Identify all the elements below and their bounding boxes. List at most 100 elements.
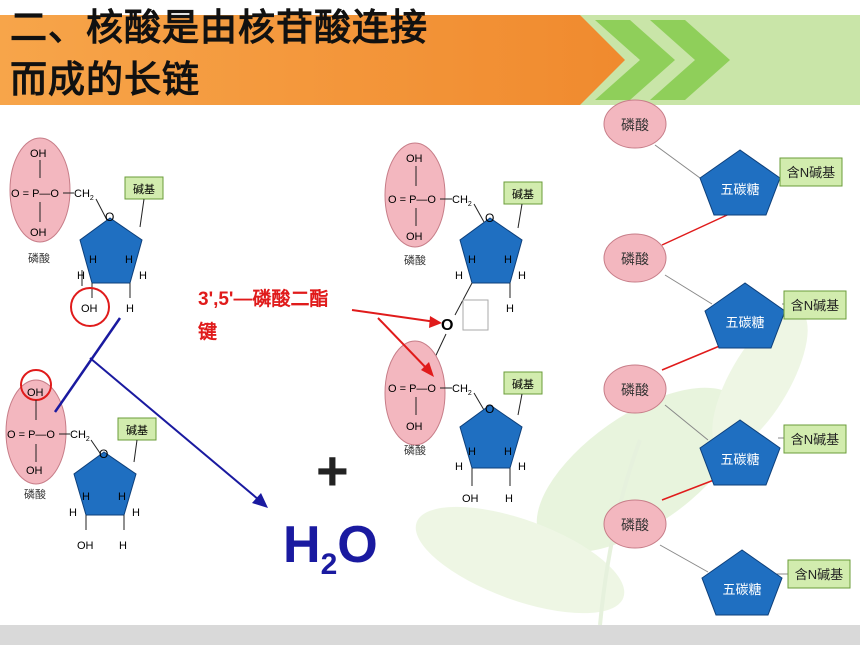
arrow-head-icon	[429, 316, 442, 328]
oh-label: OH	[26, 465, 43, 477]
h-label: H	[518, 461, 526, 473]
sugar-pentagon	[73, 451, 137, 516]
oh-label: OH	[406, 153, 423, 165]
phosphate-center: O = P—O	[7, 429, 55, 441]
chain-phosphate	[603, 499, 667, 549]
chevron-right-icon	[595, 20, 675, 100]
chain-sugar	[701, 549, 783, 616]
chain-phosphate	[603, 99, 667, 149]
title-banner	[0, 15, 860, 105]
oh-label: OH	[406, 231, 423, 243]
h-label: H	[82, 491, 90, 503]
chain-phosphate-label: 磷酸	[621, 517, 649, 533]
ring-o-label: O	[105, 210, 114, 224]
chain-base-label: 含N碱基	[787, 165, 835, 180]
chevron-right-icon	[650, 20, 730, 100]
ch2-label: CH2	[74, 188, 94, 202]
plus-sign: +	[316, 439, 349, 502]
h-label: H	[518, 270, 526, 282]
chain-base-label: 含N碱基	[795, 567, 843, 582]
h-label: H	[89, 254, 97, 266]
h-label: H	[505, 493, 513, 505]
h-label: H	[69, 507, 77, 519]
h-label: H	[132, 507, 140, 519]
phosphate-oval	[384, 142, 446, 248]
phosphate-center: O = P—O	[388, 194, 436, 206]
chain-sugar	[699, 149, 781, 216]
arrow-head-icon	[252, 493, 268, 508]
chain-base-label: 含N碱基	[791, 432, 839, 447]
phosphate-oval	[9, 137, 71, 243]
chain-sugar	[704, 282, 786, 349]
chain-sugar	[699, 419, 781, 486]
highlight-circle	[70, 287, 110, 327]
water-formula: H2O	[283, 516, 378, 581]
background-leaves	[415, 309, 808, 626]
nucleotide-top-left: OH O = P—O CH2 OH 磷酸 碱基 O H H H H OH H	[9, 137, 164, 327]
nucleotide-middle-bottom: O = P—O CH2 OH 磷酸 碱基 O H H H H OH H	[384, 340, 543, 505]
bond-label-line2: 键	[197, 320, 217, 343]
sugar-pentagon	[79, 217, 143, 284]
base-label: 碱基	[126, 424, 148, 437]
h-label: H	[125, 254, 133, 266]
h-label: H	[77, 270, 85, 282]
chain-sugar-label: 五碳糖	[722, 582, 761, 597]
nucleotide-bottom-left: OH O = P—O CH2 OH 磷酸 碱基 O H H H H OH H	[5, 369, 157, 552]
sugar-pentagon	[459, 217, 523, 284]
ring-o-label: O	[485, 402, 494, 416]
h-label: H	[126, 303, 134, 315]
h-label: H	[504, 446, 512, 458]
oh-label: OH	[81, 303, 98, 315]
chain-phosphate	[603, 364, 667, 414]
chain-phosphate-label: 磷酸	[621, 117, 649, 133]
oh-label: OH	[406, 421, 423, 433]
base-label: 碱基	[512, 188, 534, 201]
arrow-head-icon	[421, 362, 434, 377]
title-line-2: 而成的长链	[10, 58, 200, 101]
ch2-label: CH2	[70, 429, 90, 443]
bond-label-line1: 3',5'—磷酸二酯	[198, 287, 328, 310]
chain-base-label: 含N碱基	[791, 298, 839, 313]
ring-o-label: O	[485, 211, 494, 225]
phosphate-oval	[5, 379, 67, 485]
h-label: H	[468, 254, 476, 266]
chain-base	[783, 424, 847, 454]
base-box	[503, 181, 543, 205]
footer-bar	[0, 625, 860, 645]
ch2-label: CH2	[452, 194, 472, 208]
base-label: 碱基	[512, 378, 534, 391]
phosphate-label: 磷酸	[24, 487, 46, 501]
chain-sugar-label: 五碳糖	[720, 182, 759, 197]
h-label: H	[506, 303, 514, 315]
sugar-pentagon	[459, 404, 523, 469]
ring-o-label: O	[99, 447, 108, 461]
bond-annotation: 3',5'—磷酸二酯 键	[197, 287, 442, 377]
chain-base	[787, 559, 851, 589]
oh-label: OH	[462, 493, 479, 505]
page-title: 二、核酸是由核苷酸连接 而成的长链	[10, 2, 570, 106]
h-label: H	[504, 254, 512, 266]
title-line-1: 二、核酸是由核苷酸连接	[10, 6, 428, 49]
bridge-box	[462, 299, 489, 331]
oh-label: OH	[30, 227, 47, 239]
phosphate-label: 磷酸	[28, 251, 50, 265]
h-label: H	[119, 540, 127, 552]
oh-label: OH	[30, 148, 47, 160]
base-label: 碱基	[133, 183, 155, 196]
h-label: H	[468, 446, 476, 458]
h-label: H	[455, 270, 463, 282]
condensation-arrows	[53, 317, 268, 508]
chain-phosphate-label: 磷酸	[621, 382, 649, 398]
chain-phosphate	[603, 233, 667, 283]
h-label: H	[139, 270, 147, 282]
h-label: H	[118, 491, 126, 503]
chain-base	[783, 290, 847, 320]
h-label: H	[455, 461, 463, 473]
chain-sugar-label: 五碳糖	[720, 452, 759, 467]
oh-label: OH	[27, 387, 44, 399]
phosphate-center: O = P—O	[388, 383, 436, 395]
nucleotide-chain: 磷酸 五碳糖 含N碱基 磷酸 五碳糖 含N碱基 磷酸 五碳糖 含N碱基 磷酸 五…	[603, 99, 851, 616]
phosphate-label: 磷酸	[404, 443, 426, 457]
